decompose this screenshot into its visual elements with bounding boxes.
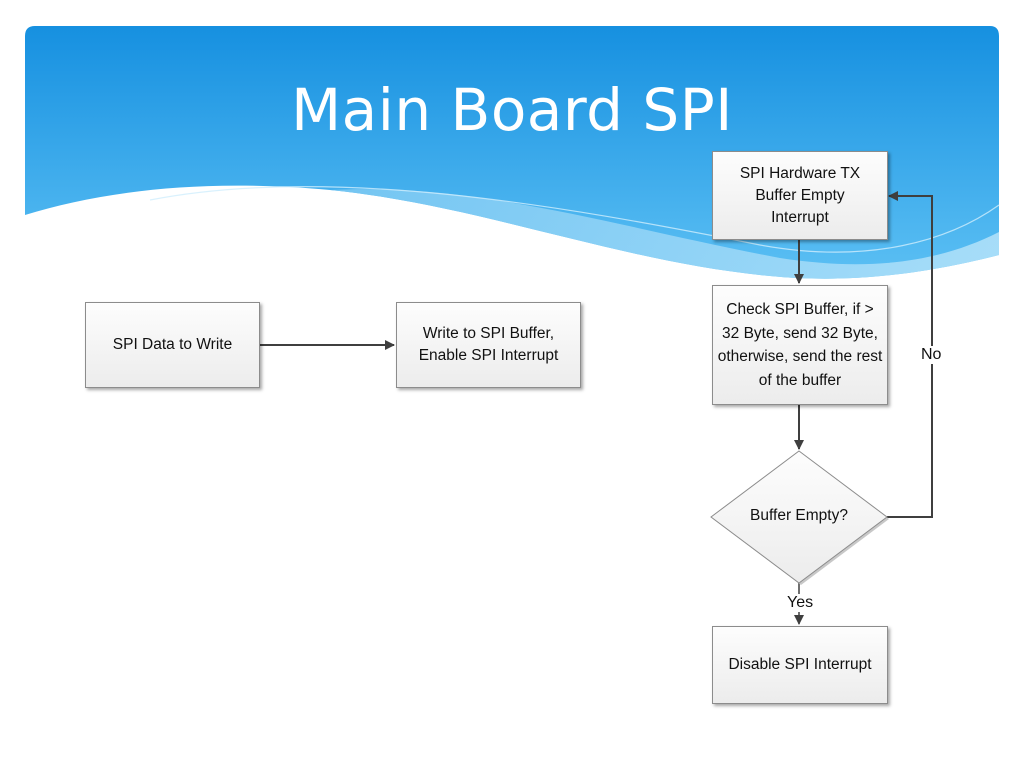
node-spi-data: SPI Data to Write	[85, 302, 260, 388]
node-disable-interrupt-label: Disable SPI Interrupt	[728, 656, 872, 673]
node-check-buffer-label: Check SPI Buffer, if > 32 Byte, send 32 …	[717, 301, 883, 389]
header-wave-line	[149, 185, 1000, 253]
page-title: Main Board SPI	[291, 76, 733, 144]
header-wave-light	[330, 189, 999, 279]
node-tx-interrupt-label: SPI Hardware TX Buffer Empty Interrupt	[739, 164, 861, 226]
node-tx-interrupt: SPI Hardware TX Buffer Empty Interrupt	[712, 151, 888, 240]
decision-diamond	[710, 450, 888, 584]
edge-label-no: No	[920, 346, 943, 364]
decision-label: Buffer Empty?	[750, 507, 848, 524]
node-write-buffer: Write to SPI Buffer, Enable SPI Interrup…	[396, 302, 581, 388]
node-check-buffer: Check SPI Buffer, if > 32 Byte, send 32 …	[712, 285, 888, 405]
edge-label-yes: Yes	[786, 594, 815, 612]
node-spi-data-label: SPI Data to Write	[112, 336, 233, 353]
node-disable-interrupt: Disable SPI Interrupt	[712, 626, 888, 704]
node-write-buffer-label: Write to SPI Buffer, Enable SPI Interrup…	[418, 325, 559, 364]
